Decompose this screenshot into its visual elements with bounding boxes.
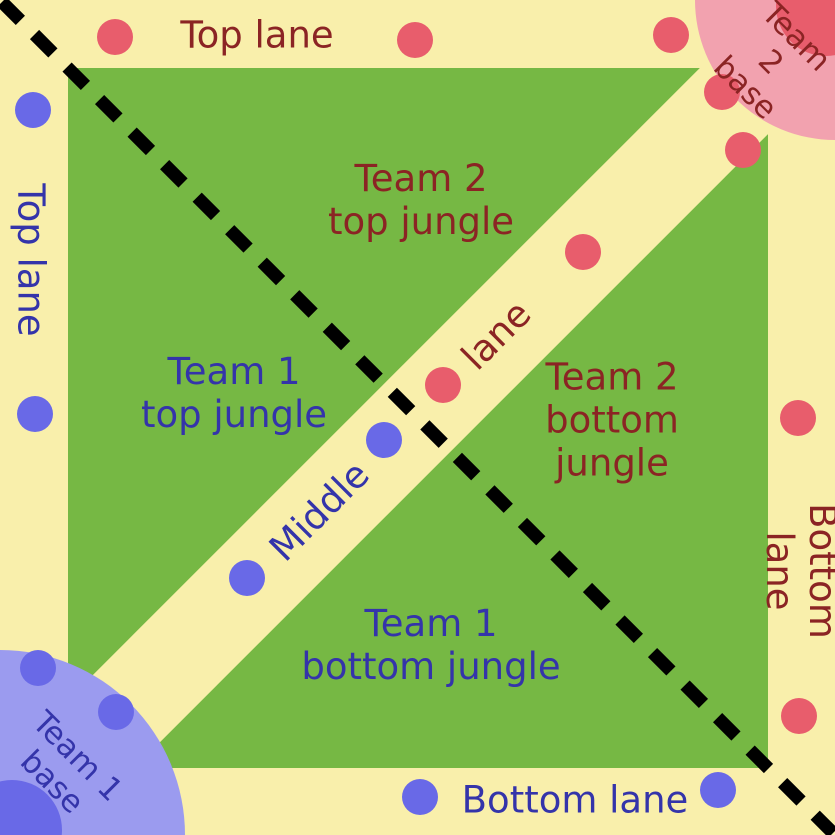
team2-towers xyxy=(97,0,835,734)
team1-tower-icon xyxy=(402,779,438,815)
team1-tower-icon xyxy=(17,396,53,432)
team1-tower-icon xyxy=(0,780,62,835)
team1-tower-icon xyxy=(15,92,51,128)
team2-tower-icon xyxy=(780,400,816,436)
team1-base-area xyxy=(0,650,185,835)
team1-towers xyxy=(0,92,736,835)
team2-tower-icon xyxy=(97,19,133,55)
team2-tower-icon xyxy=(565,234,601,270)
team2-tower-icon xyxy=(725,132,761,168)
team1-tower-icon xyxy=(700,772,736,808)
team1-tower-icon xyxy=(229,560,265,596)
team2-tower-icon xyxy=(397,22,433,58)
team2-tower-icon xyxy=(653,17,689,53)
team1-tower-icon xyxy=(98,694,134,730)
team1-tower-icon xyxy=(20,650,56,686)
team2-tower-icon xyxy=(704,74,740,110)
team2-tower-icon xyxy=(781,698,817,734)
team2-tower-icon xyxy=(776,0,835,56)
team2-tower-icon xyxy=(425,367,461,403)
team1-tower-icon xyxy=(366,422,402,458)
